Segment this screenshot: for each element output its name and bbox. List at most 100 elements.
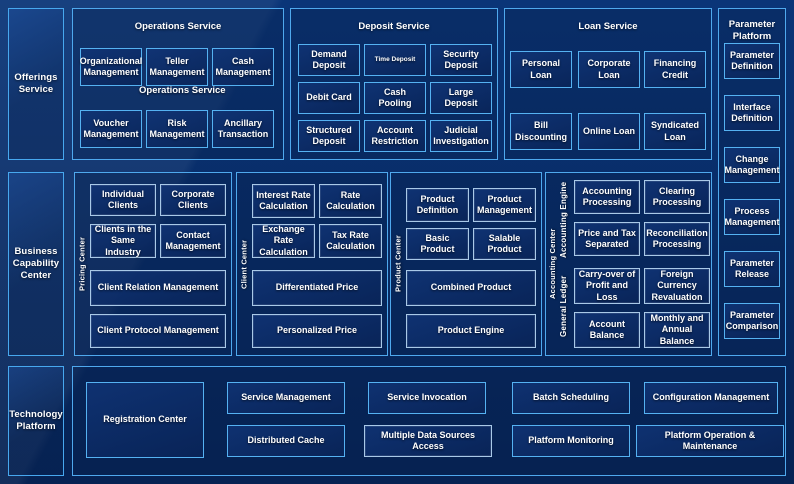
leaf-registration-center[interactable]: Registration Center: [86, 382, 204, 458]
band-label-technology-platform[interactable]: Technology Platform: [8, 366, 64, 476]
leaf-service-invocation[interactable]: Service Invocation: [368, 382, 486, 414]
leaf-product-management[interactable]: Product Management: [473, 188, 536, 222]
leaf-cash-management[interactable]: Cash Management: [212, 48, 274, 86]
leaf-exchange-rate-calculation[interactable]: Exchange Rate Calculation: [252, 224, 315, 258]
leaf-change-management[interactable]: Change Management: [724, 147, 780, 183]
leaf-monthly-and-annual-balance[interactable]: Monthly and Annual Balance: [644, 312, 710, 348]
band-label-offerings-service[interactable]: Offerings Service: [8, 8, 64, 160]
leaf-label: Interest Rate Calculation: [256, 189, 311, 212]
leaf-teller-management[interactable]: Teller Management: [146, 48, 208, 86]
leaf-platform-monitoring[interactable]: Platform Monitoring: [512, 425, 630, 457]
leaf-label: Basic Product: [420, 232, 455, 255]
leaf-cash-pooling[interactable]: Cash Pooling: [364, 82, 426, 114]
leaf-label: Monthly and Annual Balance: [650, 312, 704, 346]
leaf-large-deposit[interactable]: Large Deposit: [430, 82, 492, 114]
leaf-client-protocol-management[interactable]: Client Protocol Management: [90, 314, 226, 348]
duplicate-caption-operations-service: Operations Service: [139, 85, 226, 96]
leaf-interface-definition[interactable]: Interface Definition: [724, 95, 780, 131]
band-label-text: Technology Platform: [9, 409, 63, 432]
group-title-deposit-service: Deposit Service: [358, 21, 430, 32]
leaf-rate-calculation[interactable]: Rate Calculation: [319, 184, 382, 218]
leaf-label: Teller Management: [149, 55, 205, 78]
vlabel-product-center: Product Center: [393, 235, 403, 293]
leaf-label: Platform Operation & Maintenance: [664, 429, 756, 452]
leaf-basic-product[interactable]: Basic Product: [406, 228, 469, 260]
leaf-corporate-clients[interactable]: Corporate Clients: [160, 184, 226, 216]
leaf-online-loan[interactable]: Online Loan: [578, 113, 640, 150]
leaf-platform-operation-maintenance[interactable]: Platform Operation & Maintenance: [636, 425, 784, 457]
vlabel-accounting-engine: Accounting Engine: [559, 181, 568, 259]
leaf-differentiated-price[interactable]: Differentiated Price: [252, 270, 382, 306]
leaf-client-relation-management[interactable]: Client Relation Management: [90, 270, 226, 306]
leaf-contact-management[interactable]: Contact Management: [160, 224, 226, 258]
vlabel-pricing-center: Pricing Center: [77, 236, 87, 292]
leaf-label: Account Balance: [589, 318, 625, 341]
leaf-judicial-investigation[interactable]: Judicial Investigation: [430, 120, 492, 152]
leaf-label: Security Deposit: [443, 48, 479, 71]
leaf-parameter-definition[interactable]: Parameter Definition: [724, 43, 780, 79]
leaf-clearing-processing[interactable]: Clearing Processing: [644, 180, 710, 214]
leaf-label: Exchange Rate Calculation: [259, 223, 308, 257]
leaf-label: Voucher Management: [83, 117, 139, 140]
leaf-distributed-cache[interactable]: Distributed Cache: [227, 425, 345, 457]
group-title-operations-service: Operations Service: [134, 21, 222, 32]
leaf-service-management[interactable]: Service Management: [227, 382, 345, 414]
leaf-account-restriction[interactable]: Account Restriction: [364, 120, 426, 152]
leaf-label: Personal Loan: [521, 58, 561, 80]
leaf-structured-deposit[interactable]: Structured Deposit: [298, 120, 360, 152]
leaf-label: Price and Tax Separated: [578, 227, 636, 250]
leaf-product-engine[interactable]: Product Engine: [406, 314, 536, 348]
leaf-label: Ancillary Transaction: [217, 117, 269, 140]
leaf-voucher-management[interactable]: Voucher Management: [80, 110, 142, 148]
leaf-label: Clearing Processing: [652, 185, 702, 208]
leaf-label: Organizational Management: [79, 55, 143, 78]
leaf-security-deposit[interactable]: Security Deposit: [430, 44, 492, 76]
leaf-ancillary-transaction[interactable]: Ancillary Transaction: [212, 110, 274, 148]
leaf-financing-credit[interactable]: Financing Credit: [644, 51, 706, 88]
leaf-label: Judicial Investigation: [433, 124, 489, 147]
leaf-accounting-processing[interactable]: Accounting Processing: [574, 180, 640, 214]
leaf-carry-over-of-profit-and-loss[interactable]: Carry-over of Profit and Loss: [574, 268, 640, 304]
leaf-tax-rate-calculation[interactable]: Tax Rate Calculation: [319, 224, 382, 258]
leaf-configuration-management[interactable]: Configuration Management: [644, 382, 778, 414]
leaf-corporate-loan[interactable]: Corporate Loan: [578, 51, 640, 88]
leaf-label: Reconciliation Processing: [646, 227, 708, 250]
leaf-label: Configuration Management: [652, 392, 770, 403]
leaf-label: Change Management: [724, 153, 780, 176]
leaf-foreign-currency-revaluation[interactable]: Foreign Currency Revaluation: [644, 268, 710, 304]
leaf-product-definition[interactable]: Product Definition: [406, 188, 469, 222]
leaf-bill-discounting[interactable]: Bill Discounting: [510, 113, 572, 150]
leaf-risk-management[interactable]: Risk Management: [146, 110, 208, 148]
leaf-label: Product Engine: [437, 325, 505, 336]
leaf-organizational-management[interactable]: Organizational Management: [80, 48, 142, 86]
leaf-label: Structured Deposit: [306, 124, 352, 147]
leaf-individual-clients[interactable]: Individual Clients: [90, 184, 156, 216]
leaf-time-deposit[interactable]: Time Deposit: [364, 44, 426, 76]
leaf-account-balance[interactable]: Account Balance: [574, 312, 640, 348]
leaf-combined-product[interactable]: Combined Product: [406, 270, 536, 306]
leaf-parameter-release[interactable]: Parameter Release: [724, 251, 780, 287]
leaf-process-management[interactable]: Process Management: [724, 199, 780, 235]
leaf-label: Syndicated Loan: [650, 120, 699, 142]
leaf-multiple-data-sources-access[interactable]: Multiple Data Sources Access: [364, 425, 492, 457]
leaf-demand-deposit[interactable]: Demand Deposit: [298, 44, 360, 76]
leaf-syndicated-loan[interactable]: Syndicated Loan: [644, 113, 706, 150]
leaf-debit-card[interactable]: Debit Card: [298, 82, 360, 114]
leaf-parameter-comparison[interactable]: Parameter Comparison: [724, 303, 780, 339]
leaf-label: Process Management: [724, 205, 780, 228]
leaf-label: Financing Credit: [653, 58, 697, 80]
leaf-personalized-price[interactable]: Personalized Price: [252, 314, 382, 348]
leaf-personal-loan[interactable]: Personal Loan: [510, 51, 572, 88]
leaf-salable-product[interactable]: Salable Product: [473, 228, 536, 260]
leaf-clients-in-the-same-industry[interactable]: Clients in the Same Industry: [90, 224, 156, 258]
leaf-label: Rate Calculation: [326, 189, 375, 212]
leaf-reconciliation-processing[interactable]: Reconciliation Processing: [644, 222, 710, 256]
leaf-label: Multiple Data Sources Access: [380, 429, 476, 452]
leaf-price-and-tax-separated[interactable]: Price and Tax Separated: [574, 222, 640, 256]
leaf-label: Individual Clients: [101, 188, 144, 211]
leaf-label: Interface Definition: [731, 101, 773, 124]
band-label-business-capability-center[interactable]: Business Capability Center: [8, 172, 64, 356]
leaf-batch-scheduling[interactable]: Batch Scheduling: [512, 382, 630, 414]
leaf-interest-rate-calculation[interactable]: Interest Rate Calculation: [252, 184, 315, 218]
leaf-label: Clients in the Same Industry: [94, 223, 152, 257]
